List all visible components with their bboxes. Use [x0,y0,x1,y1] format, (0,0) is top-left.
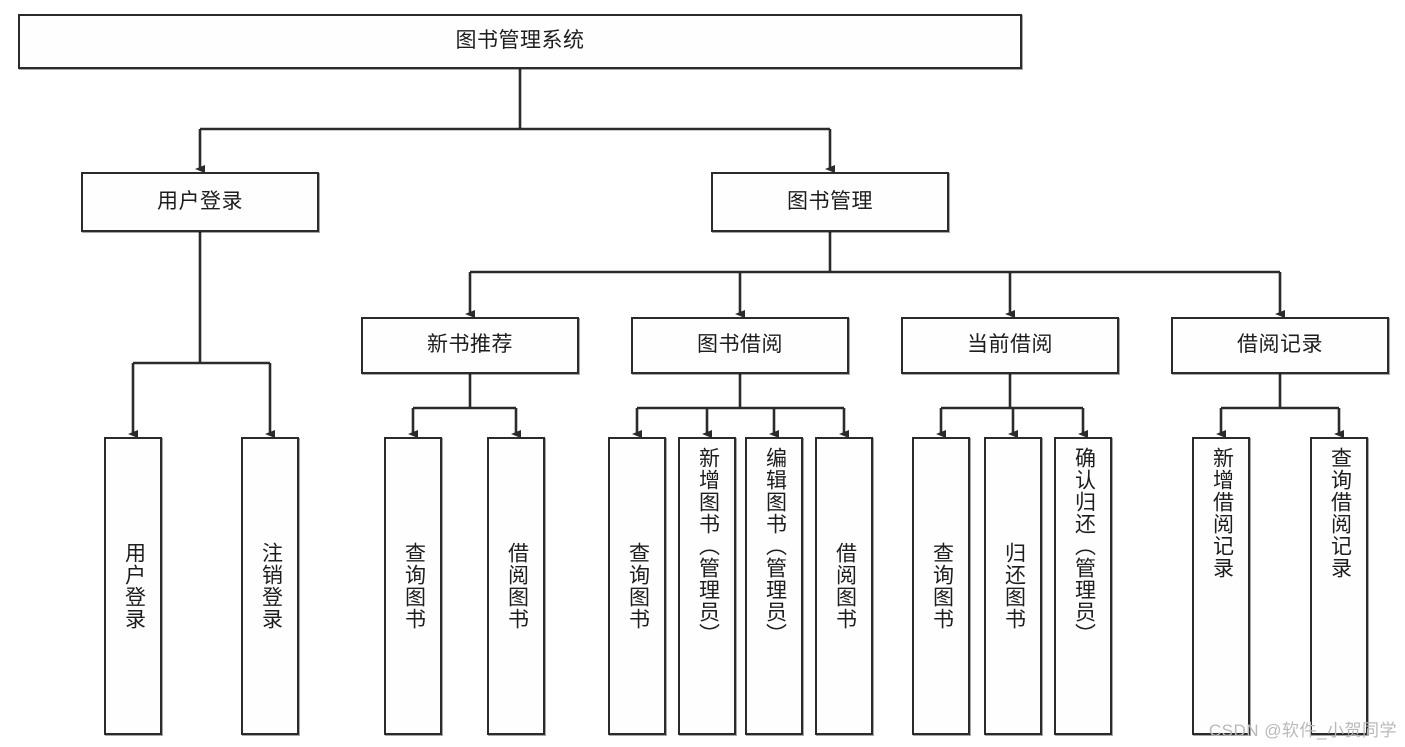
node-root[interactable]: 图书管理系统 [18,14,1022,69]
node-leaf-add-record[interactable]: 新增借阅记录 [1192,437,1250,735]
node-label: 借阅图书 [833,542,857,630]
node-leaf-borrow-book-2[interactable]: 借阅图书 [815,437,873,735]
node-label: 图书管理 [787,189,873,213]
node-label: 注销登录 [259,542,283,630]
node-label: 新书推荐 [427,333,513,357]
node-label: 新增借阅记录 [1210,447,1234,579]
node-label: 新增图书（管理员） [696,447,720,645]
node-leaf-add-book[interactable]: 新增图书（管理员） [678,437,736,735]
node-leaf-user-login[interactable]: 用户登录 [104,437,162,735]
node-label: 当前借阅 [967,333,1053,357]
node-new-book-rec[interactable]: 新书推荐 [361,317,579,374]
node-leaf-confirm-return[interactable]: 确认归还（管理员） [1054,437,1112,735]
node-book-borrow[interactable]: 图书借阅 [631,317,849,374]
node-label: 查询图书 [402,542,426,630]
node-book-manage[interactable]: 图书管理 [711,172,949,232]
node-leaf-return-book[interactable]: 归还图书 [984,437,1042,735]
node-user-login[interactable]: 用户登录 [81,172,319,232]
node-label: 查询图书 [930,542,954,630]
node-leaf-borrow-book-1[interactable]: 借阅图书 [487,437,545,735]
node-leaf-logout[interactable]: 注销登录 [241,437,299,735]
node-label: 确认归还（管理员） [1072,447,1096,645]
node-label: 用户登录 [122,542,146,630]
node-borrow-record[interactable]: 借阅记录 [1171,317,1389,374]
node-label: 查询图书 [626,542,650,630]
node-label: 图书管理系统 [455,29,585,53]
node-label: 借阅记录 [1237,333,1323,357]
node-leaf-query-book-3[interactable]: 查询图书 [912,437,970,735]
node-leaf-query-book-1[interactable]: 查询图书 [384,437,442,735]
node-leaf-edit-book[interactable]: 编辑图书（管理员） [745,437,803,735]
node-label: 编辑图书（管理员） [763,447,787,645]
node-label: 查询借阅记录 [1328,447,1352,579]
node-leaf-query-book-2[interactable]: 查询图书 [608,437,666,735]
node-label: 归还图书 [1002,542,1026,630]
node-label: 借阅图书 [505,542,529,630]
node-leaf-query-record[interactable]: 查询借阅记录 [1310,437,1368,735]
node-label: 图书借阅 [697,333,783,357]
node-current-borrow[interactable]: 当前借阅 [901,317,1119,374]
node-label: 用户登录 [157,189,243,213]
